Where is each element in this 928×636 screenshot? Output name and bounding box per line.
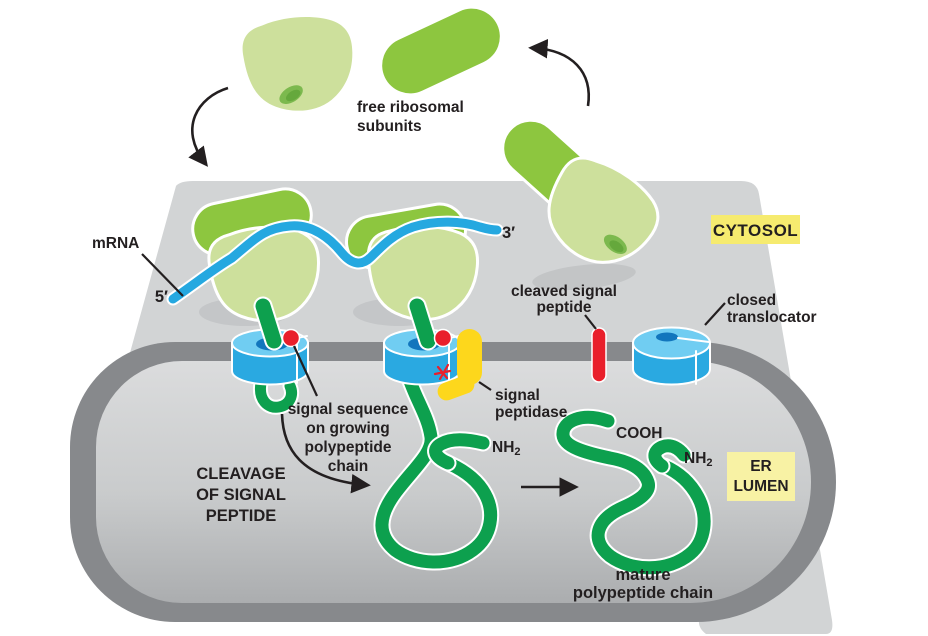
signal-peptidase-label-line2: peptidase [495,404,568,421]
nh2-label-2-sub: 2 [706,457,712,469]
er-lumen-label-box [727,452,795,501]
ribosome-1 [191,187,321,323]
free-subunits-label-line2: subunits [357,118,422,135]
mature-chain-label-line1: mature [615,566,670,584]
nascent-chain-rod-1 [255,298,282,349]
cleavage-label-line1: CLEAVAGE [196,465,285,483]
free-small-subunit [382,8,500,94]
recycle-arrow-right [528,39,591,107]
mrna-pointer-line [141,253,184,297]
closed-translocator [632,326,711,386]
free-subunits-label-line1: free ribosomal [357,99,464,116]
free-ribosomal-subunits [242,8,500,111]
cleaved-peptide-label-line2: peptide [536,299,591,316]
ribosome-2-large-subunit [366,224,480,322]
closed-translocator-pore [656,332,678,342]
signal-peptidase-pointer-line [478,381,492,391]
cooh-label: COOH [616,425,663,442]
cleaved-peptide-pointer-line [584,314,597,330]
exit-tunnel-hole-inner [609,240,624,253]
signal-sequence-red-dot-2 [433,328,453,348]
five-prime-label: 5′ [155,288,168,306]
mrna-strand [166,215,504,306]
closed-translocator-seam [677,337,710,385]
detaching-ribosome [501,118,660,264]
er-lumen-label-line2: LUMEN [733,478,788,495]
recycle-arrow-left [188,86,229,167]
signal-sequence-label-line4: chain [328,458,368,475]
cleaved-peptide-label-line1: cleaved signal [511,283,617,300]
cleavage-label-line2: OF SIGNAL [196,486,286,504]
signal-peptidase [437,329,482,401]
closed-translocator-pointer-line [704,302,726,326]
closed-translocator-top [632,326,711,360]
signal-peptidase-label-line1: signal [495,387,540,404]
cytosol-label: CYTOSOL [713,221,798,240]
nh2-terminus [429,433,490,470]
free-large-subunit [242,17,353,111]
mature-chain-label-line2: polypeptide chain [573,584,713,602]
nh2-label-1: NH2 [492,439,521,458]
signal-sequence-label-line2: on growing [306,420,390,437]
nh2-label-1-sub: 2 [514,446,520,458]
mature-nh2-terminus [648,439,691,473]
detaching-large-subunit [547,156,660,264]
free-exit-tunnel-hole-inner [285,89,301,102]
nascent-chain-rod-2 [409,298,436,349]
er-lumen-label-line1: ER [750,458,772,475]
closed-translocator-label-line2: translocator [727,309,817,326]
signal-sequence-pointer-line [293,345,318,397]
cleavage-step-arrow [280,413,371,494]
cleavage-label-line3: PEPTIDE [206,507,277,525]
detaching-ribosome-shadow [532,263,636,291]
mature-polypeptide-chain [554,408,713,577]
nh2-label-1-base: NH [492,439,514,456]
signal-sequence-label-line1: signal sequence [288,401,409,418]
er-lumen [96,361,811,603]
signal-sequence-hook [254,377,297,413]
cleaved-signal-peptide-rod [591,327,607,383]
cytosol-label-box [711,215,800,244]
signal-sequence-label-line3: polypeptide [305,439,392,456]
nh2-label-2: NH2 [684,450,713,469]
nh2-label-2-base: NH [684,450,706,467]
closed-translocator-label-line1: closed [727,292,776,309]
signal-sequence-red-dot-1 [281,328,301,348]
three-prime-label: 3′ [502,224,515,242]
mrna-label: mRNA [92,235,139,252]
growing-polypeptide-chain [373,369,500,571]
cleavage-sparks [433,363,452,381]
